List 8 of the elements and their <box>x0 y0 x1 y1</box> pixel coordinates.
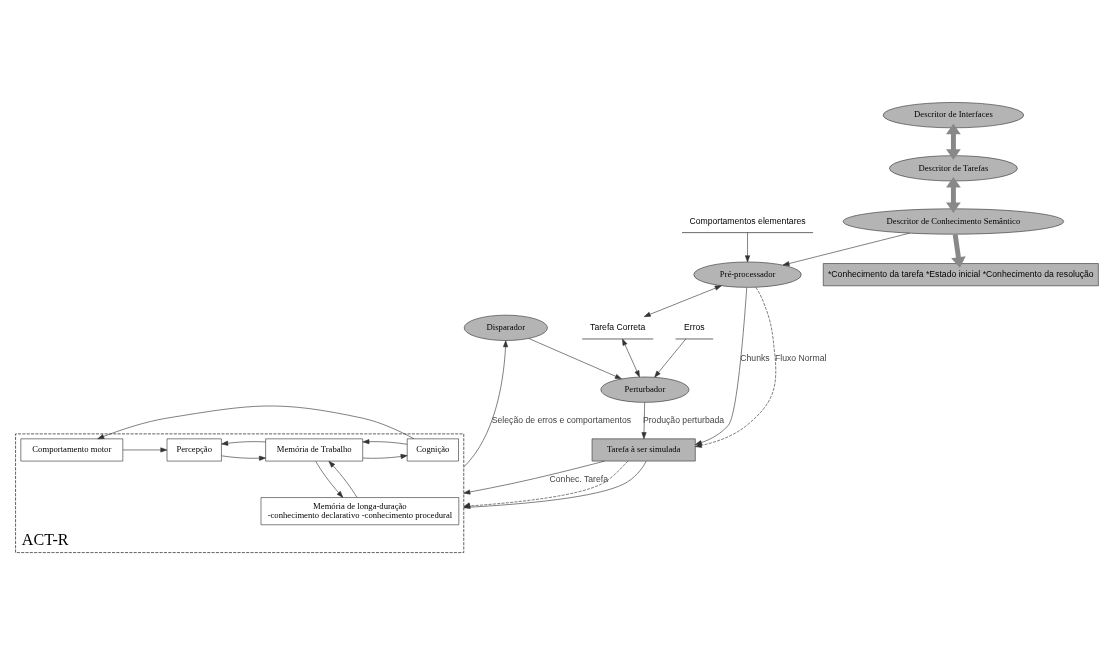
node-text: Comportamentos elementares <box>689 215 806 226</box>
edge-label: Conhec. Tarefa <box>549 473 608 484</box>
edge-label: Produção perturbada <box>642 414 725 425</box>
edge-label: Seleção de erros e comportamentos <box>491 414 632 425</box>
edge-label: Fluxo Normal <box>775 352 827 363</box>
node-text: Tarefa Correta <box>590 321 646 332</box>
edge-label: Chunks <box>740 352 770 363</box>
node-text: Erros <box>684 321 705 332</box>
